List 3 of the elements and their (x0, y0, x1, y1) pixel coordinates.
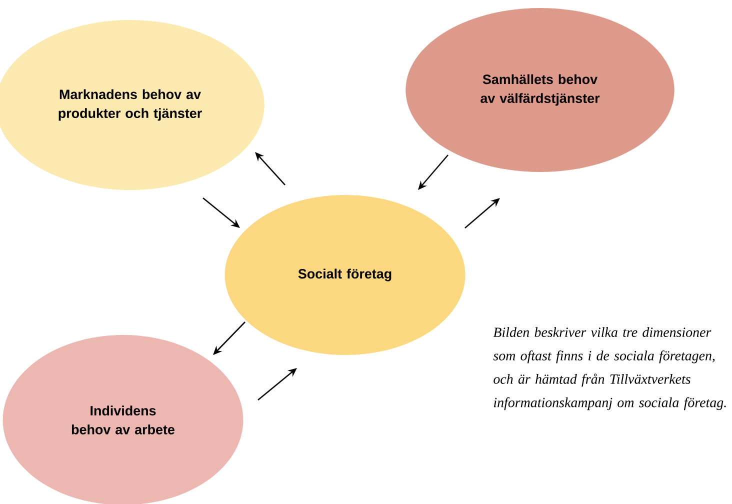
caption: Bilden beskriver vilka tre dimensioner som oftast finns i de sociala företagen, och är hämtad från Tillväxtverkets informationskampanj om sociala företag. (493, 327, 726, 410)
ellipse-node: Samhällets behov av välfärdstjänster (406, 8, 674, 172)
ellipse-node: Socialt företag (224, 195, 466, 355)
